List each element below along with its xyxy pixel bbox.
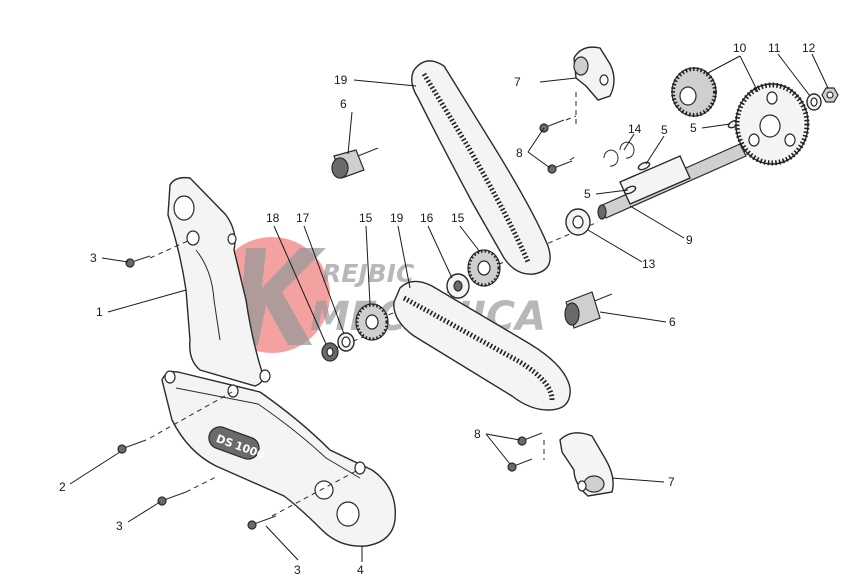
callout-15b: 15: [451, 211, 465, 225]
watermark-k-letter: [238, 248, 326, 345]
callout-1: 1: [96, 305, 103, 319]
part-8-bolts: [507, 119, 573, 472]
part-11-washer: [806, 93, 822, 111]
part-15-pulley-lower: [355, 303, 389, 341]
callout-2: 2: [59, 480, 66, 494]
callout-4: 4: [357, 563, 364, 577]
callout-15a: 15: [359, 211, 373, 225]
callout-8a: 8: [516, 146, 523, 160]
callout-17: 17: [296, 211, 310, 225]
callout-5c: 5: [661, 123, 668, 137]
callout-12: 12: [802, 41, 816, 55]
callout-9: 9: [686, 233, 693, 247]
part-10-large-gear: [734, 82, 810, 166]
part-14-circlips: [603, 141, 635, 167]
part-18-nut: [321, 342, 339, 362]
part-7-tensioner-upper: [573, 46, 615, 101]
part-16-washer: [446, 273, 470, 299]
callout-5a: 5: [690, 121, 697, 135]
callout-3a: 3: [90, 251, 97, 265]
part-4-lower-cover: DS 1000: [161, 370, 396, 547]
part-6-stud-lower: [564, 291, 613, 329]
callout-8b: 8: [474, 427, 481, 441]
leader-lines: [69, 53, 829, 562]
callout-3b: 3: [116, 519, 123, 533]
callout-7a: 7: [514, 75, 521, 89]
callout-18: 18: [266, 211, 280, 225]
part-19-upper-belt: [411, 60, 551, 275]
part-5-keys: [623, 119, 741, 195]
callout-11: 11: [768, 41, 781, 55]
callout-6b: 6: [669, 315, 676, 329]
part-1-upper-bracket: [167, 176, 271, 387]
part-10-small-gear: [671, 67, 717, 117]
callout-3c: 3: [294, 563, 301, 577]
callout-5b: 5: [584, 187, 591, 201]
part-13-spacer: [565, 208, 591, 236]
callout-10: 10: [733, 41, 747, 55]
callout-6a: 6: [340, 97, 347, 111]
part-15-pulley-upper: [467, 249, 501, 287]
part-6-stud-upper: [331, 147, 379, 179]
callout-labels: 1 2 3 3 3 4 5 5 5 6 6 7 7 8 8 9 10 11 12…: [59, 41, 816, 577]
cover-logo-brand: DS: [214, 432, 235, 450]
part-2-3-screws: [117, 255, 277, 530]
part-7-tensioner-lower: [559, 432, 614, 497]
callout-19b: 19: [390, 211, 404, 225]
callout-14: 14: [628, 122, 642, 136]
callout-13: 13: [642, 257, 656, 271]
part-12-nut: [821, 87, 839, 103]
callout-19a: 19: [334, 73, 348, 87]
part-19-lower-belt: [393, 280, 571, 411]
part-17-washer: [337, 332, 355, 352]
callout-16: 16: [420, 211, 434, 225]
part-9-shaft: [597, 143, 747, 220]
callout-7b: 7: [668, 475, 675, 489]
